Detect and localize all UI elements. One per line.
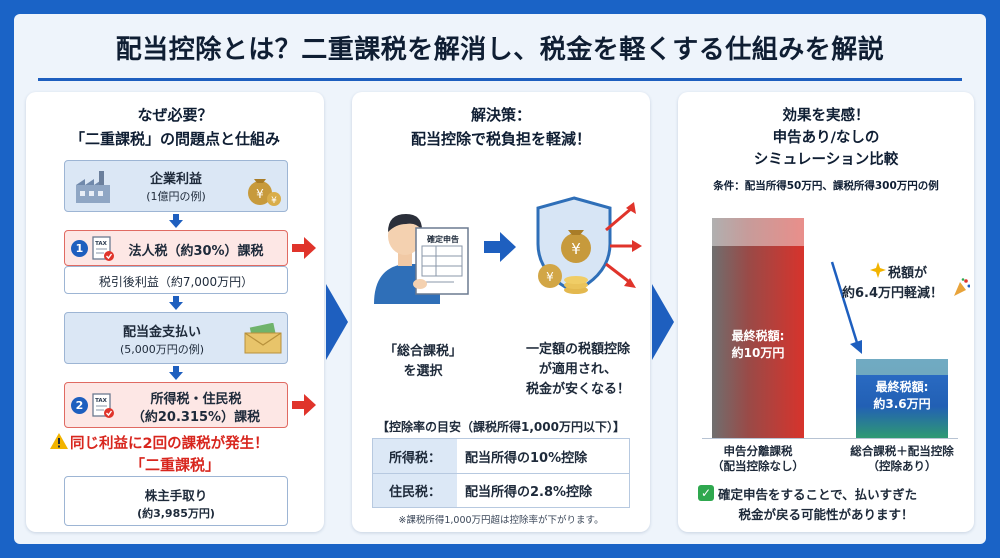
svg-text:TAX: TAX <box>95 398 108 404</box>
tax-deduction-shield-icon: ¥ ¥ <box>536 196 642 294</box>
deduction-rate-note: ※課税所得1,000万円超は控除率が下がります。 <box>398 515 604 526</box>
flow-arrow-down-icon <box>169 296 183 310</box>
tax-credit-caption-line1: 一定額の税額控除 <box>525 342 630 357</box>
tax-credit-caption-line2: が適用され、 <box>538 362 618 377</box>
money-bag-icon: ¥ ¥ <box>248 179 281 206</box>
double-taxation-term: 「二重課税」 <box>129 456 220 474</box>
page-title: 配当控除とは？二重課税を解消し、税金を軽くする仕組みを解説 <box>115 34 885 65</box>
panel2-heading-2: 配当控除で税負担を軽減！ <box>410 130 591 148</box>
panel3-heading-2: 申告あり/なしの <box>772 130 880 146</box>
tax-return-form-label: 確定申告 <box>427 235 459 244</box>
tax-outflow-arrow-icon <box>292 237 316 259</box>
after-tax-profit-label: 税引後利益（約7,000万円） <box>98 275 254 289</box>
chart-bar-top-band <box>856 359 948 375</box>
title-divider <box>38 78 962 81</box>
panel1-heading-2: 「二重課税」の問題点と仕組み <box>69 130 280 148</box>
dividend-payment-label: 配当金支払い <box>122 325 201 340</box>
svg-text:TAX: TAX <box>95 241 108 247</box>
category-label-line2: （控除あり） <box>867 459 937 473</box>
party-popper-icon <box>954 278 970 296</box>
category-label-line1: 申告分離課税 <box>723 444 793 458</box>
reduction-text-line1: 税額が <box>888 266 928 281</box>
process-arrow-icon <box>484 232 516 262</box>
section-arrow-icon <box>652 284 674 360</box>
double-taxation-warning: 同じ利益に2回の課税が発生！ <box>70 436 269 452</box>
corporate-profit-example: (1億円の例) <box>146 190 206 203</box>
corporate-tax-label: 法人税（約30%）課税 <box>128 244 264 259</box>
why-needed-panel: なぜ必要？ 「二重課税」の問題点と仕組み 企業利益 (1億円の例) ¥ ¥ <box>26 92 324 532</box>
step-number-badge: 1 <box>71 240 88 257</box>
money-envelope-icon <box>244 323 282 354</box>
category-label-line2: （配当控除なし） <box>712 459 804 473</box>
chart-bar-top-band <box>712 218 804 246</box>
corporate-profit-box: 企業利益 (1億円の例) ¥ ¥ <box>64 160 288 212</box>
after-tax-profit-box: 税引後利益（約7,000万円） <box>64 266 288 294</box>
income-tax-label-line1: 所得税・住民税 <box>150 392 242 407</box>
panel1-heading-1: なぜ必要？ <box>137 106 213 124</box>
income-tax-box: 2 TAX 所得税・住民税 （約20.315%）課税 <box>64 382 288 428</box>
deduction-rate-key: 所得税： <box>373 439 457 473</box>
reduction-arrow-icon <box>830 261 862 354</box>
deduction-rate-table: 所得税： 配当所得の10%控除 住民税： 配当所得の2.8%控除 <box>372 438 630 508</box>
step-number-badge: 2 <box>71 397 88 414</box>
comprehensive-taxation-caption-line2: を選択 <box>403 364 443 379</box>
deduction-rate-title: 【控除率の目安（課税所得1,000万円以下）】 <box>377 420 625 434</box>
tax-outflow-arrow-icon <box>292 394 316 416</box>
panel3-heading-3: シミュレーション比較 <box>753 152 899 168</box>
deduction-rate-row: 所得税： 配当所得の10%控除 <box>373 439 629 473</box>
simulation-panel: 効果を実感！ 申告あり/なしの シミュレーション比較 条件：配当所得50万円、課… <box>678 92 974 532</box>
flow-arrow-down-icon <box>169 214 183 228</box>
shareholder-take-home-amount: (約3,985万円) <box>137 507 215 520</box>
taxpayer-person-icon <box>374 214 469 304</box>
section-arrow-icon <box>326 284 348 360</box>
shareholder-take-home-label: 株主手取り <box>144 488 208 503</box>
corporate-profit-label: 企業利益 <box>149 172 202 187</box>
simulation-condition: 条件：配当所得50万円、課税所得300万円の例 <box>713 180 939 192</box>
check-icon: ✓ <box>698 485 714 501</box>
tax-credit-caption: 一定額の税額控除 が適用され、 税金が安くなる！ <box>508 340 648 400</box>
refund-note-line1: 確定申告をすることで、払いすぎた <box>718 487 918 502</box>
deduction-rate-row: 住民税： 配当所得の2.8%控除 <box>373 473 629 507</box>
tax-credit-caption-line3: 税金が安くなる！ <box>525 382 630 397</box>
sparkle-icon <box>870 262 886 278</box>
chart-bar-label-line1: 最終税額: <box>731 329 785 343</box>
flow-arrow-down-icon <box>169 366 183 380</box>
deduction-rate-value: 配当所得の10%控除 <box>465 450 588 466</box>
svg-text:¥: ¥ <box>546 270 554 284</box>
warning-icon <box>50 433 68 449</box>
chart-bar-label-line2: 約10万円 <box>731 346 785 360</box>
shareholder-take-home-box: 株主手取り (約3,985万円) <box>64 476 288 526</box>
chart-baseline <box>702 438 958 439</box>
svg-text:¥: ¥ <box>571 240 581 258</box>
corporate-tax-box: 1 TAX 法人税（約30%）課税 <box>64 230 288 266</box>
infographic-frame: 配当控除とは？二重課税を解消し、税金を軽くする仕組みを解説 なぜ必要？ 「二重課… <box>14 14 986 544</box>
panel3-heading-1: 効果を実感！ <box>782 108 870 124</box>
dividend-payment-example: (5,000万円の例) <box>119 343 205 356</box>
svg-text:¥: ¥ <box>271 196 277 206</box>
factory-icon <box>76 171 110 203</box>
tax-document-icon: TAX <box>92 393 114 418</box>
comprehensive-taxation-caption: 「総合課税」 を選択 <box>364 342 482 382</box>
deduction-rate-value: 配当所得の2.8%控除 <box>465 485 593 500</box>
panel2-heading-1: 解決策： <box>470 106 531 124</box>
comprehensive-taxation-caption-line1: 「総合課税」 <box>383 344 462 359</box>
chart-bar-label-line2: 約3.6万円 <box>873 397 931 411</box>
solution-panel: 解決策： 配当控除で税負担を軽減！ 確定申告 <box>352 92 650 532</box>
reduction-text-line2: 約6.4万円軽減！ <box>842 286 944 301</box>
chart-bar-comprehensive-taxation: 最終税額: 約3.6万円 <box>856 359 948 438</box>
category-label-line1: 総合課税＋配当控除 <box>850 444 954 458</box>
chart-bar-label-line1: 最終税額: <box>875 380 929 394</box>
dividend-payment-box: 配当金支払い (5,000万円の例) <box>64 312 288 364</box>
tax-document-icon: TAX <box>92 236 114 261</box>
refund-note-line2: 税金が戻る可能性があります！ <box>738 507 914 522</box>
category-label-separate: 申告分離課税 （配当控除なし） <box>692 444 824 474</box>
chart-bar-separate-taxation: 最終税額: 約10万円 <box>712 218 804 438</box>
income-tax-label-line2: （約20.315%）課税 <box>131 410 261 425</box>
deduction-rate-key: 住民税： <box>373 474 457 507</box>
category-label-comprehensive: 総合課税＋配当控除 （控除あり） <box>830 444 974 474</box>
svg-text:¥: ¥ <box>256 187 264 201</box>
